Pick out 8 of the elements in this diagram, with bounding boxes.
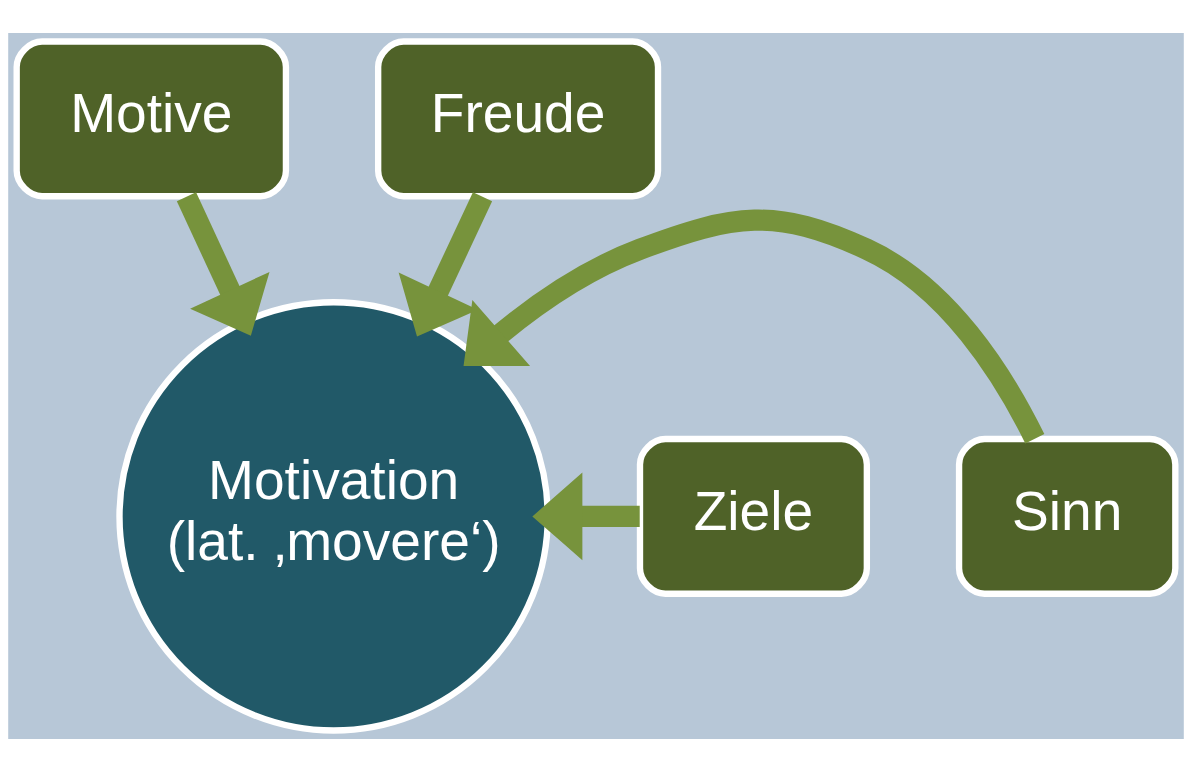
node-box: Freude [375,37,662,199]
node-box: Sinn [955,435,1179,597]
arrow [532,472,640,560]
arrow [398,191,493,336]
arrow [463,209,1045,444]
node-box: Ziele [636,435,871,597]
node-box: Motive [13,37,290,199]
arrow [176,191,270,336]
